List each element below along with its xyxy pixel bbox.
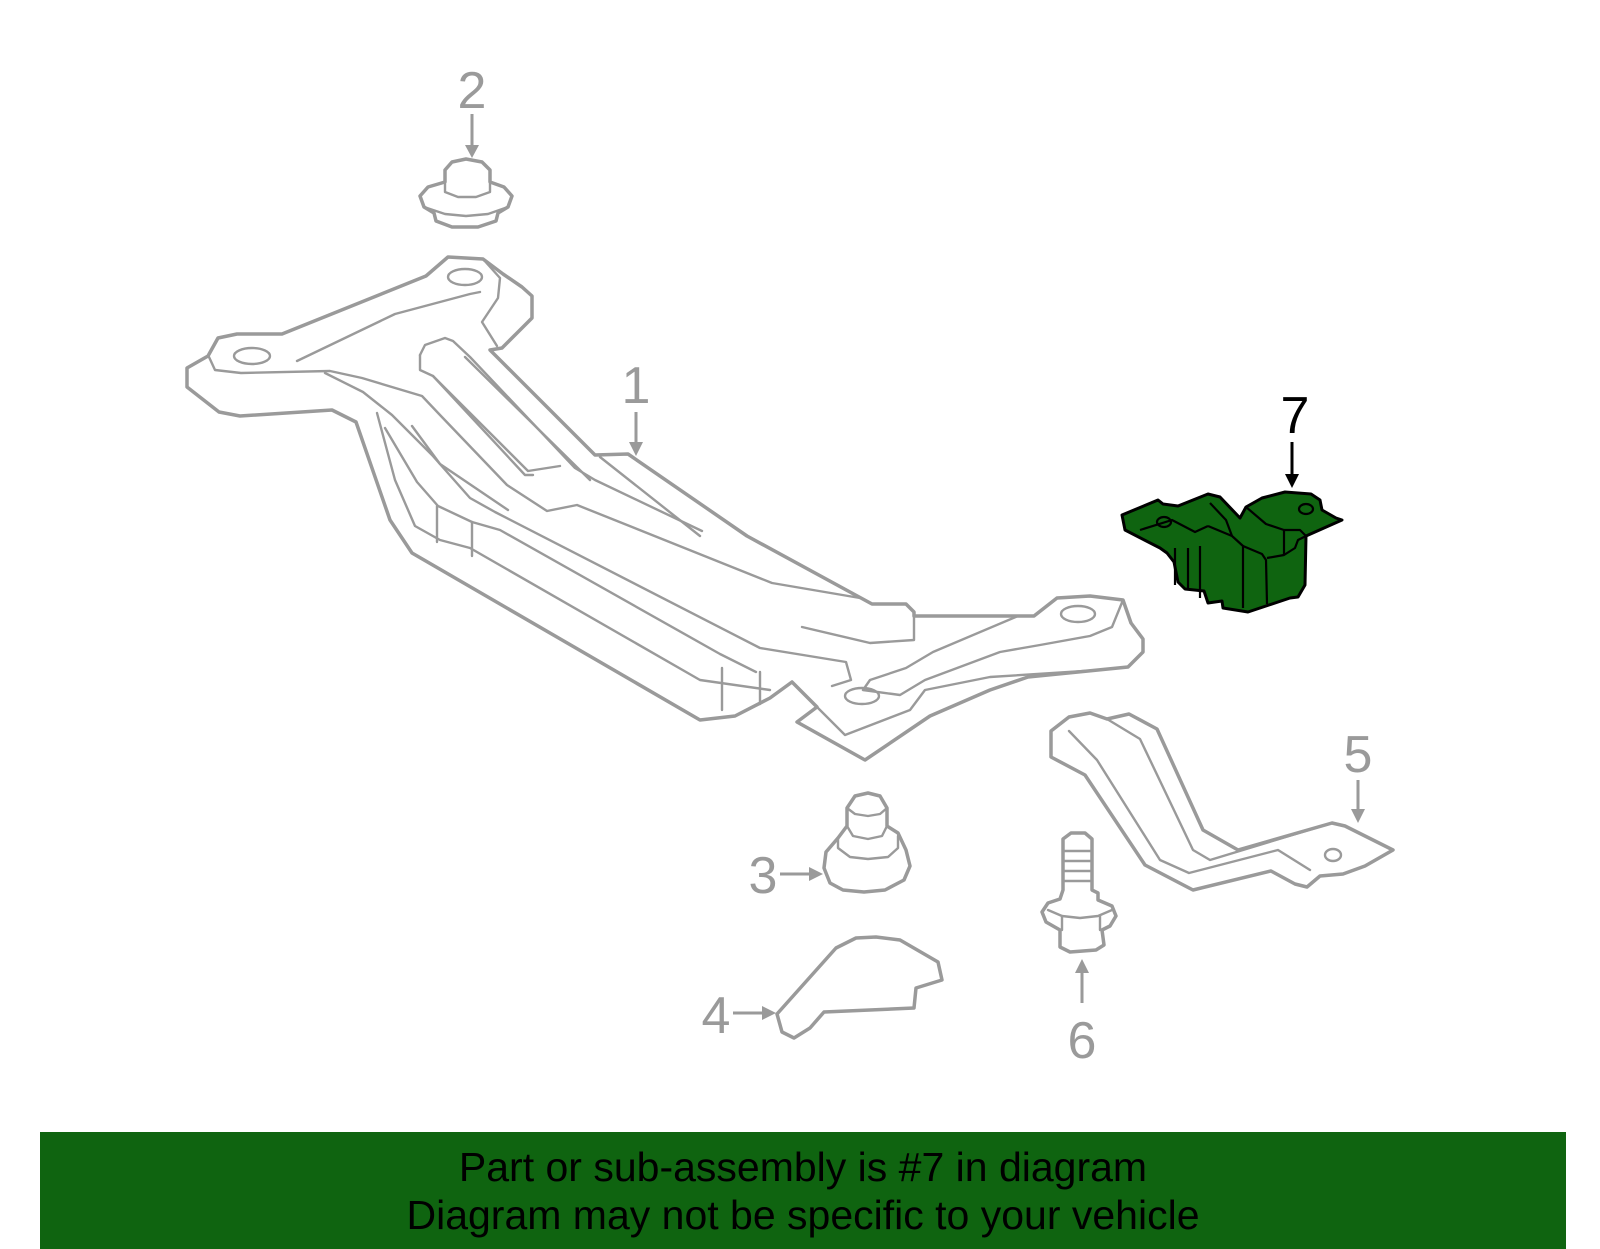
part-3-lower-insulator[interactable] (822, 791, 912, 894)
part-7-highlighted-bracket[interactable] (1120, 490, 1344, 614)
callout-1-label: 1 (622, 357, 651, 415)
info-banner: Part or sub-assembly is #7 in diagram Di… (40, 1132, 1566, 1249)
callout-4: 4 (702, 987, 776, 1045)
callout-3: 3 (749, 847, 823, 905)
callout-4-label: 4 (702, 987, 731, 1045)
part-6-bolt[interactable] (1040, 831, 1118, 954)
part-5-brace[interactable] (1049, 711, 1395, 892)
callout-5: 5 (1344, 726, 1373, 823)
callout-1: 1 (622, 357, 651, 456)
banner-line-disclaimer: Diagram may not be specific to your vehi… (406, 1191, 1200, 1238)
callout-2: 2 (458, 62, 487, 158)
callout-7-label: 7 (1281, 387, 1310, 445)
callout-3-label: 3 (749, 847, 778, 905)
banner-line-part-number: Part or sub-assembly is #7 in diagram (458, 1143, 1148, 1190)
callout-2-label: 2 (458, 62, 487, 120)
part-4-bracket[interactable] (775, 935, 944, 1040)
callout-7: 7 (1281, 387, 1310, 488)
callout-6-label: 6 (1068, 1012, 1097, 1070)
part-1-crossmember[interactable] (185, 255, 1145, 762)
callout-5-label: 5 (1344, 726, 1373, 784)
callout-6: 6 (1068, 959, 1097, 1070)
part-2-upper-insulator[interactable] (418, 157, 514, 229)
